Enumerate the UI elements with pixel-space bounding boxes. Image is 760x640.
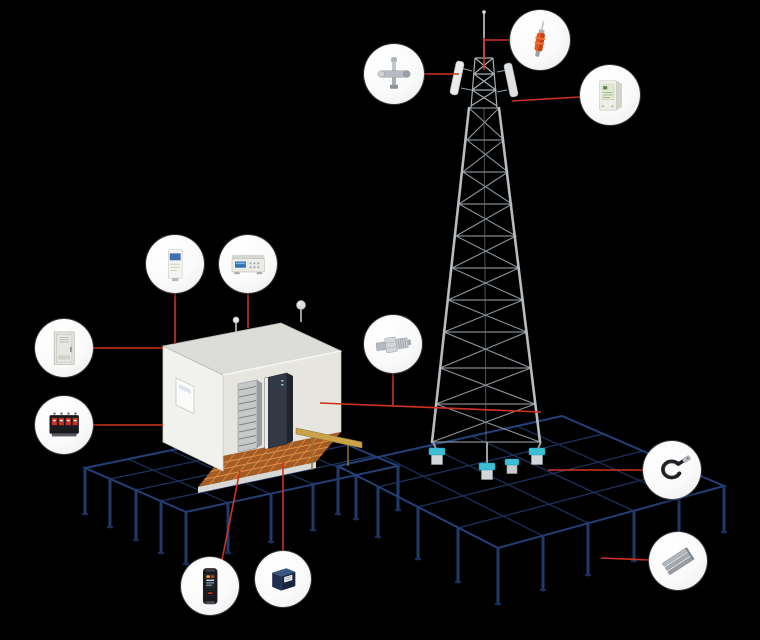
- callout-monitoring-instrument[interactable]: [219, 235, 277, 293]
- tower-footings: [428, 441, 546, 480]
- callout-lightning-rod[interactable]: [510, 10, 570, 70]
- callout-strike-counter[interactable]: [181, 557, 239, 615]
- distribution-cabinet-icon: [53, 331, 75, 365]
- bonding-module-icon: [271, 567, 295, 591]
- power-surge-protector-icon: [49, 412, 79, 437]
- equipment-shelter: [161, 300, 363, 493]
- coaxial-arrester-icon: [375, 336, 412, 353]
- callout-distribution-cabinet[interactable]: [35, 319, 93, 377]
- side-antennas: [449, 60, 519, 98]
- callout-mast-clamp[interactable]: [364, 44, 424, 104]
- signal-surge-protector-icon: [167, 249, 183, 282]
- callout-surge-protector-box[interactable]: [580, 65, 640, 125]
- callout-coaxial-arrester[interactable]: [364, 315, 422, 373]
- grounding-cable-icon: [660, 455, 691, 480]
- strike-counter-icon: [202, 567, 218, 605]
- callout-bonding-module[interactable]: [255, 551, 311, 607]
- equipment-racks: [237, 372, 293, 453]
- surge-protector-box-icon: [599, 80, 622, 111]
- wall-mounted-unit: [175, 377, 195, 415]
- monitoring-instrument-icon: [231, 254, 265, 275]
- cable-tray: [295, 427, 363, 470]
- connector-lines: [93, 38, 651, 561]
- lattice-tower: [430, 10, 542, 444]
- callout-ground-rods[interactable]: [649, 532, 707, 590]
- callout-power-surge-protector[interactable]: [35, 396, 93, 454]
- roof-antennas: [232, 300, 306, 334]
- ground-rods-icon: [661, 547, 695, 575]
- lightning-rod-icon: [534, 20, 546, 57]
- mast-clamp-icon: [377, 57, 411, 89]
- callout-signal-surge-protector[interactable]: [146, 235, 204, 293]
- callout-grounding-cable[interactable]: [643, 441, 701, 499]
- footing-caps: [428, 447, 546, 471]
